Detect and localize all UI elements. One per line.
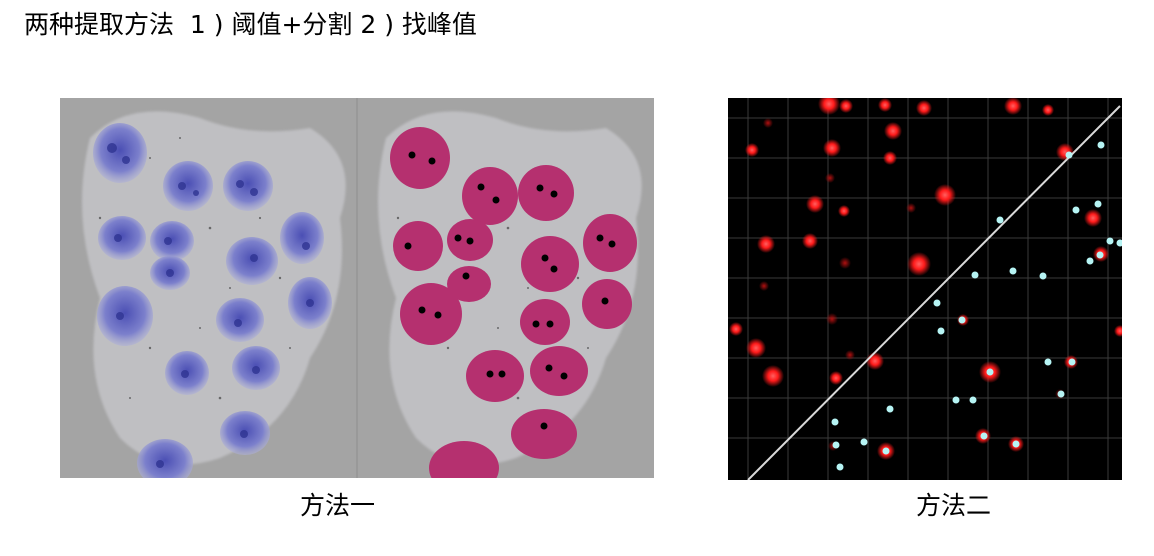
method-two-image (728, 98, 1122, 480)
cell-segmentation-figure (60, 98, 654, 478)
page-title: 两种提取方法 1 ) 阈值+分割 2 ) 找峰值 (24, 10, 477, 39)
nucleus-points (404, 151, 616, 430)
diagonal-line (747, 105, 1121, 480)
grid (728, 98, 1122, 480)
method-one-caption: 方法一 (300, 491, 376, 520)
method-two-caption: 方法二 (916, 491, 992, 520)
cyan-peaks (831, 141, 1122, 471)
method-one-image (60, 98, 654, 478)
peak-finding-figure (728, 98, 1122, 480)
